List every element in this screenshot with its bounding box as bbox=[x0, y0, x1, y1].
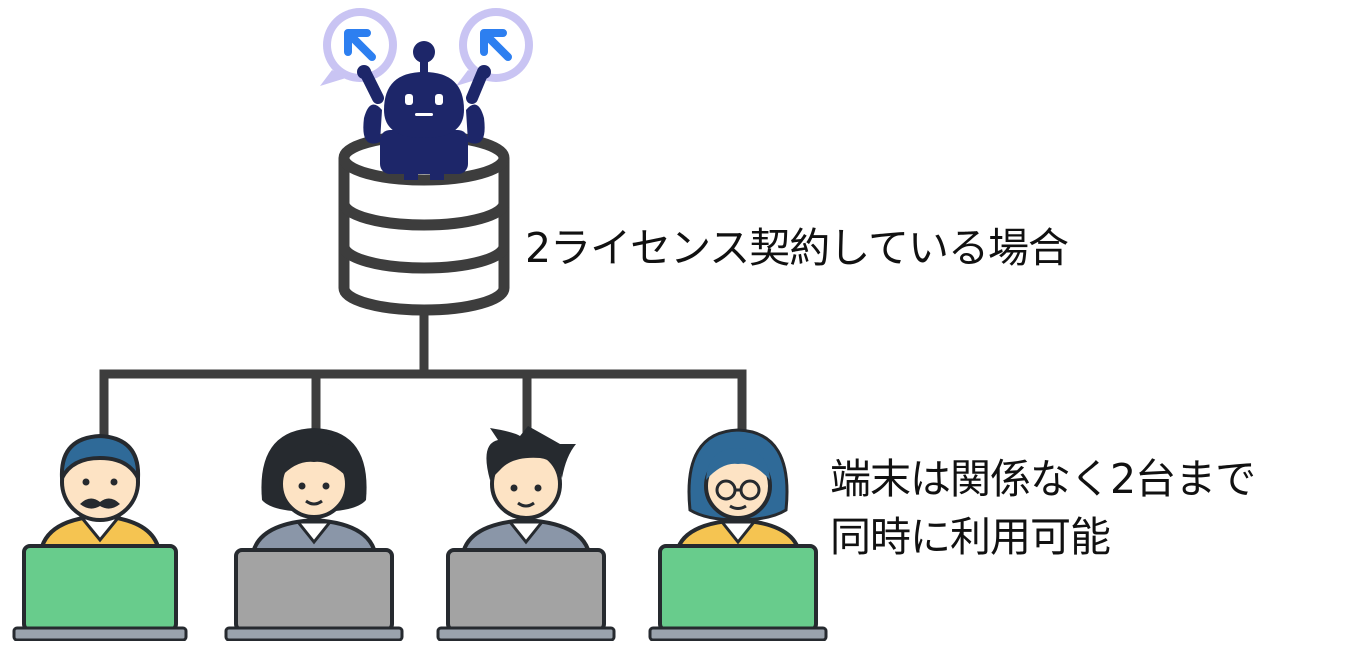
speech-bubble-right bbox=[456, 8, 533, 86]
license-caption: 2ライセンス契約している場合 bbox=[525, 224, 1069, 272]
usage-caption-line-2: 同時に利用可能 bbox=[830, 513, 1111, 561]
connector-lines bbox=[99, 313, 747, 437]
laptop-icon bbox=[224, 548, 404, 642]
laptop-icon bbox=[648, 544, 828, 642]
speech-bubble-left bbox=[320, 8, 397, 86]
laptop-icon bbox=[12, 544, 188, 642]
terminal-2 bbox=[224, 428, 404, 642]
terminal-4 bbox=[648, 428, 828, 642]
person-icon bbox=[673, 428, 803, 562]
arrow-up-left-icon bbox=[480, 29, 512, 61]
robot-icon bbox=[357, 41, 491, 180]
arrow-up-left-icon bbox=[344, 29, 376, 61]
laptop-icon bbox=[436, 548, 616, 642]
terminal-3 bbox=[436, 426, 616, 642]
person-icon bbox=[249, 428, 379, 564]
terminal-1 bbox=[12, 433, 188, 642]
usage-caption-line-1: 端末は関係なく2台まで bbox=[830, 455, 1256, 503]
person-icon bbox=[37, 433, 163, 562]
usage-caption: 端末は関係なく2台まで 同時に利用可能 bbox=[830, 450, 1256, 566]
person-icon bbox=[459, 426, 593, 564]
